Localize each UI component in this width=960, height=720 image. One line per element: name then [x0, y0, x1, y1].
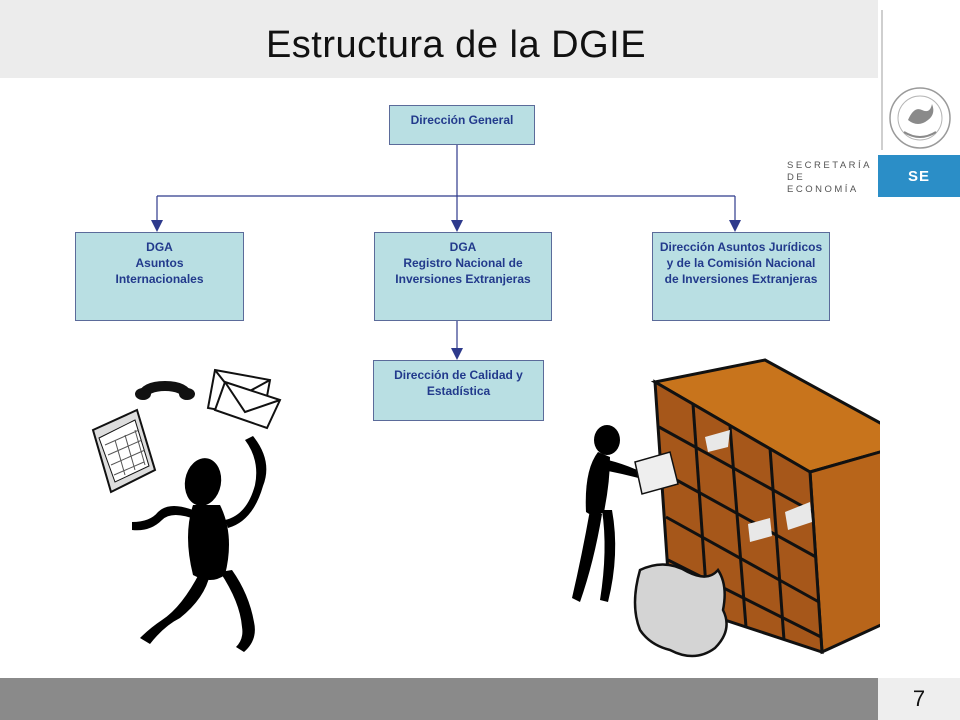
cabinet-icon [650, 358, 880, 655]
page-number: 7 [878, 678, 960, 720]
logo-column [878, 0, 960, 200]
org-box-dga-registro-nacional: DGA Registro Nacional de Inversiones Ext… [374, 232, 552, 321]
phone-icon [137, 381, 193, 400]
se-badge: SE [878, 155, 960, 197]
org-box-line1: DGA [146, 240, 173, 254]
footer-band [0, 678, 878, 720]
worker-figure [572, 425, 650, 602]
juggling-figure-illustration [91, 368, 282, 652]
org-box-dga-asuntos-internacionales: DGA Asuntos Internacionales [75, 232, 244, 321]
org-box-direccion-general: Dirección General [389, 105, 535, 145]
secretaria-line1: SECRETARÍA [787, 160, 873, 171]
crumpled-paper-icon [633, 563, 728, 658]
org-box-direccion-asuntos-juridicos: Dirección Asuntos Jurídicos y de la Comi… [652, 232, 830, 321]
stick-figure [132, 436, 267, 652]
org-box-line1: DGA [449, 240, 477, 254]
logo-emblem-area [878, 0, 960, 155]
document-icon [634, 451, 679, 495]
org-box-direccion-calidad-estadistica: Dirección de Calidad y Estadística [373, 360, 544, 421]
paper-stack-icon [91, 408, 157, 494]
org-box-label: Dirección General [410, 113, 514, 127]
filing-cabinet-illustration [572, 358, 880, 658]
mexico-emblem-icon [881, 10, 951, 150]
secretaria-label: SECRETARÍA DE ECONOMÍA [787, 160, 872, 196]
secretaria-line2: DE ECONOMÍA [787, 172, 859, 195]
org-box-label: Dirección de Calidad y Estadística [394, 368, 523, 398]
org-box-line2: Registro Nacional de Inversiones Extranj… [395, 256, 531, 286]
header-band [0, 0, 878, 78]
org-box-line2: Asuntos Internacionales [115, 256, 204, 286]
envelope-icon [206, 368, 282, 430]
slide-title: Estructura de la DGIE [265, 24, 647, 66]
org-box-line1: Dirección Asuntos Jurídicos y de la Comi… [659, 240, 823, 286]
